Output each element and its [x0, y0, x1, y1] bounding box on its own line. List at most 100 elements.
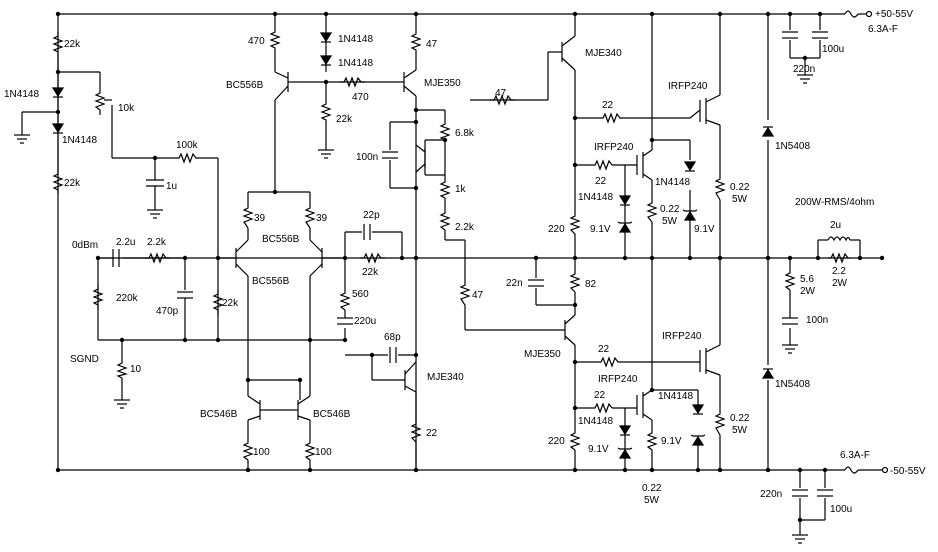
component-label: 220n [793, 64, 815, 75]
capacitors [98, 31, 833, 497]
junction-dot [879, 255, 885, 261]
component-label: 2.2 [832, 266, 846, 277]
junction-dot [182, 255, 188, 261]
ground-vas [318, 149, 334, 159]
transistor-vbe [415, 144, 426, 173]
diode-1n4148-gate-top-b [683, 161, 697, 172]
component-label: 39 [254, 213, 266, 224]
resistor-0r22-bottom-b [714, 410, 726, 436]
component-label: 2.2u [116, 237, 135, 248]
junction-dot [55, 109, 61, 115]
label-rail-negative: -50-55V [890, 466, 926, 477]
component-label: BC546B [200, 409, 238, 420]
junction-dot [572, 302, 578, 308]
ground-psu-top [797, 74, 813, 84]
resistor-220-top [569, 212, 581, 238]
diode-1n4148-left-a [51, 56, 65, 98]
resistor-22k-bias [212, 290, 224, 315]
component-label: 0.22 [660, 204, 680, 215]
junction-dot [413, 107, 419, 113]
junction-dot [55, 467, 61, 473]
resistor-22k-bottom [52, 170, 64, 194]
junction-dot [342, 255, 348, 261]
resistor-47-top [410, 30, 422, 52]
junction-dot [822, 467, 828, 473]
component-label: 5W [732, 194, 748, 205]
diode-1n4148-vas-a [319, 32, 333, 43]
junction-dot [152, 155, 158, 161]
component-label: MJE340 [427, 372, 464, 383]
junction-dot [307, 337, 313, 343]
component-label: 220 [548, 436, 565, 447]
capacitor-220n-bottom [792, 489, 808, 497]
resistor-39-left [242, 205, 254, 229]
resistor-2k2-input [145, 252, 170, 264]
component-label: 220n [760, 489, 782, 500]
component-label: BC556B [252, 276, 290, 287]
junction-dot [413, 255, 419, 261]
capacitor-68p [389, 347, 397, 363]
junction-dot [695, 467, 701, 473]
fuse-top [844, 10, 873, 18]
diode-1n4148-left-b [51, 97, 65, 170]
junction-dot [572, 359, 578, 365]
junction-dot [533, 255, 539, 261]
junction-dot [572, 115, 578, 121]
junction-dot [717, 467, 723, 473]
junction-dot [802, 55, 808, 61]
component-label: 1N4148 [338, 58, 373, 69]
transistor-bc546b-left [247, 380, 265, 421]
transistor-bc556b-right [309, 239, 323, 277]
resistor-10 [116, 360, 129, 379]
component-label: 9.1V [661, 436, 682, 447]
junction-dot [413, 467, 419, 473]
junction-dot [817, 11, 823, 17]
zener-9v1-bottom-a [617, 447, 633, 459]
capacitor-100n-zobel [782, 317, 798, 325]
diode-1n4148-gate-bottom-b [691, 404, 705, 415]
junction-dot [787, 255, 793, 261]
junction-dot [717, 255, 723, 261]
zener-9v1-top-a [617, 221, 633, 233]
label-fuse-positive: 6.3A-F [868, 24, 898, 35]
junction-dot [649, 467, 655, 473]
junction-dot [272, 11, 278, 17]
transistor-mje340-vas [404, 361, 417, 393]
component-label: 22 [594, 390, 606, 401]
component-label: 1N4148 [338, 34, 373, 45]
ground-symbols [14, 74, 813, 544]
capacitor-220n-top [782, 31, 798, 39]
component-label: 9.1V [590, 224, 611, 235]
junction-dot [787, 11, 793, 17]
ground-sgnd [114, 399, 130, 409]
resistor-22-gate-bottom2 [592, 402, 613, 414]
ground-left [14, 134, 30, 144]
component-label: 9.1V [588, 444, 609, 455]
junction-dots [55, 11, 885, 523]
component-label: 1N4148 [578, 416, 613, 427]
resistor-22-gate-top [600, 112, 622, 124]
fuse-bottom [844, 466, 889, 474]
component-label: 5W [662, 216, 678, 227]
junction-dot [323, 11, 329, 17]
capacitor-100n-vas [382, 151, 398, 159]
component-label: 560 [352, 289, 369, 300]
resistor-22-gate-bottom [598, 356, 620, 368]
component-label: 100k [176, 140, 199, 151]
diode-1n4148-gate-top-a [618, 195, 632, 206]
component-label: IRFP240 [662, 331, 702, 342]
component-label: 100 [253, 447, 270, 458]
component-label: 2.2k [455, 222, 475, 233]
capacitor-1u [146, 179, 164, 195]
component-label: 0.22 [730, 182, 750, 193]
component-label: 22 [595, 176, 607, 187]
component-label: 220 [548, 224, 565, 235]
component-label: 22k [336, 114, 353, 125]
junction-dot [342, 337, 348, 343]
junction-dot [55, 11, 61, 17]
component-label: 5W [644, 495, 660, 506]
mosfet-irfp240-top-b [636, 149, 653, 181]
component-label: 22n [506, 278, 523, 289]
resistor-39-right [304, 205, 316, 229]
